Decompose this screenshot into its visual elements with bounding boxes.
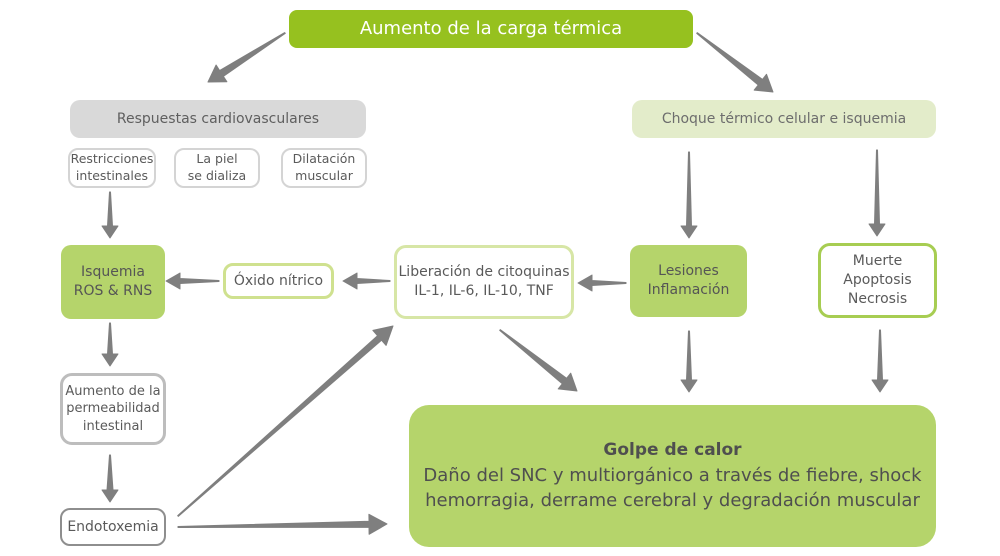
node-label: Aumento de la carga térmica — [359, 17, 623, 39]
node-golpe-de-calor: Golpe de calor Daño del SNC y multiorgán… — [409, 405, 936, 547]
arrow-permeabilidad-to-endotoxemia — [101, 454, 119, 503]
node-line: IL-1, IL-6, IL-10, TNF — [414, 283, 554, 299]
node-line: Dilatación — [292, 151, 356, 167]
arrow-top-to-cardio — [207, 32, 286, 83]
node-label: Choque térmico celular e isquemia — [661, 110, 907, 127]
node-respuestas-cardiovasculares: Respuestas cardiovasculares — [70, 100, 366, 138]
arrow-lesiones-to-golpe — [680, 330, 698, 393]
arrow-choque-to-lesiones — [680, 151, 698, 239]
node-line: Muerte — [852, 253, 903, 270]
arrow-liberacion-to-golpe — [499, 329, 578, 392]
arrow-lesiones-to-liberacion — [577, 274, 627, 292]
node-line: permeabilidad — [66, 401, 160, 417]
node-dilatacion-muscular: Dilatación muscular — [281, 148, 367, 188]
node-endotoxemia: Endotoxemia — [60, 508, 166, 546]
node-line: Endotoxemia — [67, 518, 159, 535]
outcome-line: hemorragia, derrame cerebral y degradaci… — [425, 489, 920, 511]
arrow-muerte-to-golpe — [871, 329, 889, 393]
arrow-isquemia-to-permeabilidad — [101, 322, 119, 367]
node-label: Respuestas cardiovasculares — [116, 110, 320, 127]
node-isquemia: Isquemia ROS & RNS — [61, 245, 165, 319]
arrow-restricciones-to-isquemia — [101, 191, 119, 239]
arrow-choque-to-muerte — [868, 149, 886, 237]
node-oxido-nitrico: Óxido nítrico — [223, 263, 334, 299]
arrow-liberacion-to-oxido — [342, 272, 391, 290]
node-line: Isquemia — [81, 264, 145, 281]
node-line: Aumento de la — [65, 383, 161, 399]
node-line: intestinal — [82, 418, 144, 434]
node-line: Restricciones — [70, 151, 154, 167]
node-line: La piel — [196, 151, 238, 167]
node-line: se dializa — [187, 168, 247, 183]
node-piel-dializa: La piel se dializa — [174, 148, 260, 188]
node-choque-termico: Choque térmico celular e isquemia — [632, 100, 936, 138]
node-line: Necrosis — [847, 290, 908, 307]
node-line: intestinales — [75, 168, 149, 183]
arrow-oxido-to-isquemia — [165, 272, 220, 290]
node-muerte-apoptosis-necrosis: Muerte Apoptosis Necrosis — [818, 243, 937, 318]
node-line: Inflamación — [647, 282, 730, 298]
node-lesiones-inflamacion: Lesiones Inflamación — [630, 245, 747, 317]
arrow-endotoxemia-to-liberacion — [177, 325, 394, 517]
node-liberacion-citoquinas: Liberación de citoquinas IL-1, IL-6, IL-… — [394, 245, 574, 319]
node-line: ROS & RNS — [73, 283, 153, 299]
outcome-line: Daño del SNC y multiorgánico a través de… — [423, 464, 922, 486]
node-line: muscular — [295, 168, 353, 183]
node-line: Apoptosis — [843, 272, 912, 289]
node-permeabilidad-intestinal: Aumento de la permeabilidad intestinal — [60, 373, 166, 445]
node-line: Lesiones — [658, 263, 719, 280]
node-line: Liberación de citoquinas — [398, 264, 570, 281]
arrow-top-to-choque — [696, 32, 774, 93]
node-aumento-carga-termica: Aumento de la carga térmica — [289, 10, 693, 48]
node-restricciones-intestinales: Restricciones intestinales — [68, 148, 156, 188]
arrow-endotoxemia-to-golpe — [177, 513, 388, 535]
node-line: Óxido nítrico — [233, 272, 324, 289]
outcome-title: Golpe de calor — [603, 439, 742, 460]
